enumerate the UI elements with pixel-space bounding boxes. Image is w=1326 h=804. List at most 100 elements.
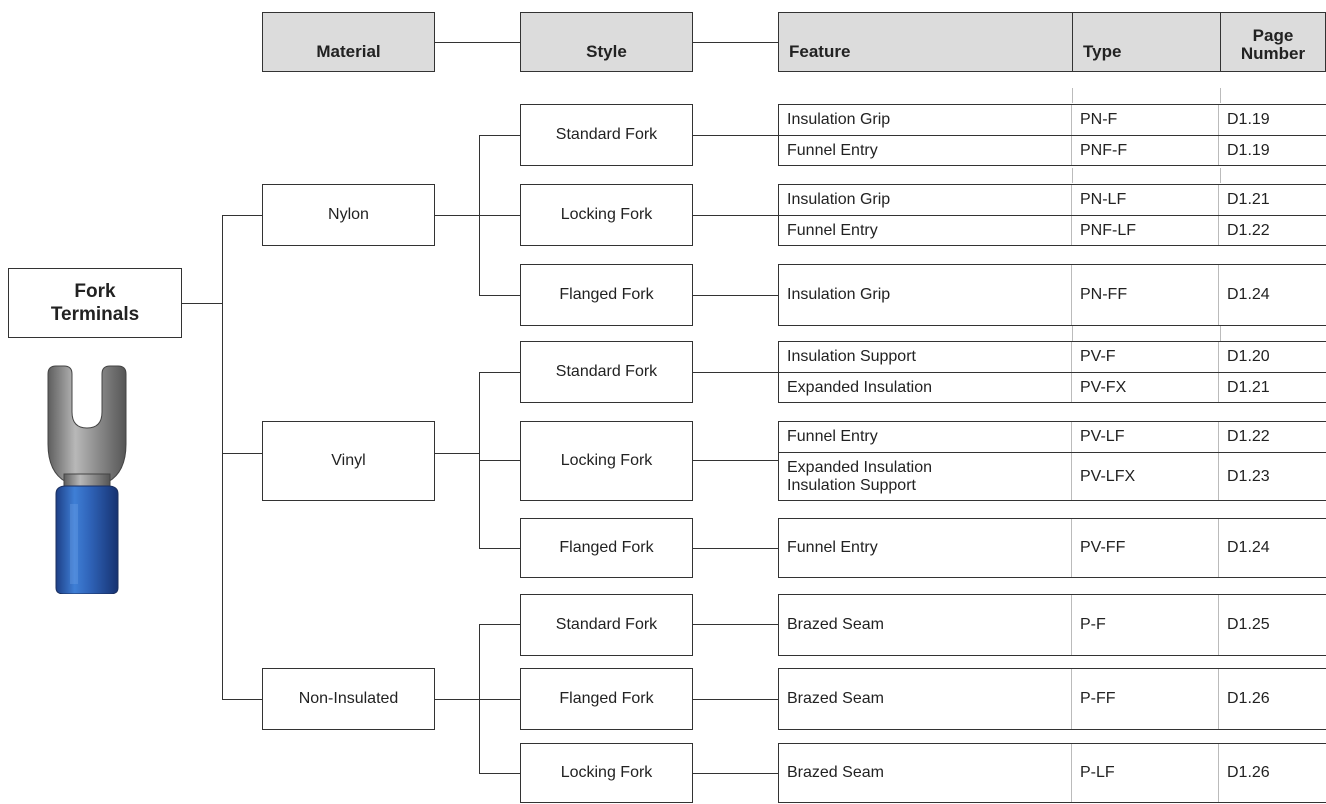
- table-row: Insulation Support PV-F D1.20: [778, 342, 1326, 372]
- type-cell: P-LF: [1072, 744, 1219, 802]
- table-row: Funnel Entry PNF-F D1.19: [778, 135, 1326, 165]
- style-label: Locking Fork: [560, 206, 653, 223]
- feature-cell: Brazed Seam: [778, 669, 1072, 729]
- style-vinyl-standard-fork: Standard Fork: [520, 341, 693, 403]
- material-non-insulated: Non-Insulated: [262, 668, 435, 730]
- table-row: Brazed Seam P-FF D1.26: [778, 669, 1326, 729]
- column-divider: [1072, 168, 1073, 183]
- header-style: Style: [520, 12, 693, 72]
- style-non-insulated-locking-fork: Locking Fork: [520, 743, 693, 803]
- feature-cell: Insulation Grip: [778, 185, 1072, 215]
- connector: [693, 295, 778, 296]
- connector: [693, 699, 778, 700]
- connector: [222, 215, 223, 699]
- style-vinyl-flanged-fork: Flanged Fork: [520, 518, 693, 578]
- header-page-label-2: Number: [1240, 44, 1306, 63]
- table-row: Insulation Grip PN-F D1.19: [778, 105, 1326, 135]
- style-nylon-standard-fork: Standard Fork: [520, 104, 693, 166]
- feature-cell: Insulation Grip: [778, 265, 1072, 325]
- type-cell: PNF-F: [1072, 136, 1219, 165]
- page-cell: D1.21: [1227, 378, 1270, 396]
- connector: [222, 699, 262, 700]
- page-cell: D1.20: [1227, 348, 1270, 365]
- feature-cell: Expanded Insulation: [778, 373, 1072, 402]
- table-row: Brazed Seam P-F D1.25: [778, 595, 1326, 655]
- feature-group-non-insulated-flanged: Brazed Seam P-FF D1.26: [778, 668, 1326, 730]
- connector: [182, 303, 222, 304]
- fork-terminal-icon: [40, 364, 134, 595]
- feature-cell: Insulation Support: [778, 342, 1072, 372]
- page-cell: D1.22: [1227, 428, 1270, 445]
- connector: [222, 453, 262, 454]
- type-cell: PN-F: [1072, 105, 1219, 135]
- feature-group-vinyl-standard: Insulation Support PV-F D1.20 Expanded I…: [778, 341, 1326, 403]
- connector: [435, 453, 479, 454]
- type-cell: PN-LF: [1072, 185, 1219, 215]
- material-vinyl-label: Vinyl: [331, 452, 366, 469]
- feature-cell: Insulation Grip: [778, 105, 1072, 135]
- table-row: Insulation Grip PN-LF D1.21: [778, 185, 1326, 215]
- root-label-1: Fork: [74, 281, 116, 302]
- page-cell: D1.26: [1227, 764, 1270, 781]
- page-cell: D1.24: [1227, 286, 1270, 303]
- header-page-label-1: Page: [1252, 26, 1294, 45]
- column-divider: [1072, 326, 1073, 341]
- connector: [693, 624, 778, 625]
- feature-cell: Funnel Entry: [778, 519, 1072, 577]
- feature-group-vinyl-locking: Funnel Entry PV-LF D1.22 Expanded Insula…: [778, 421, 1326, 501]
- connector: [693, 773, 778, 774]
- connector: [693, 135, 778, 136]
- style-nylon-flanged-fork: Flanged Fork: [520, 264, 693, 326]
- header-material-label: Material: [316, 42, 381, 61]
- material-non-insulated-label: Non-Insulated: [298, 690, 399, 707]
- style-label: Standard Fork: [555, 616, 658, 633]
- table-row: Expanded Insulation Insulation Support P…: [778, 452, 1326, 500]
- connector: [479, 372, 520, 373]
- page-cell: D1.24: [1227, 539, 1270, 556]
- connector: [479, 699, 520, 700]
- type-cell: PNF-LF: [1072, 216, 1219, 245]
- connector: [435, 699, 479, 700]
- connector: [479, 624, 520, 625]
- root-label-2: Terminals: [50, 304, 140, 325]
- connector: [479, 624, 480, 773]
- feature-cell: Funnel Entry: [778, 136, 1072, 165]
- header-type: Type: [1072, 12, 1221, 72]
- type-cell: PV-F: [1072, 342, 1219, 372]
- table-row: Insulation Grip PN-FF D1.24: [778, 265, 1326, 325]
- connector: [693, 42, 778, 43]
- type-cell: PN-FF: [1072, 265, 1219, 325]
- connector: [222, 215, 262, 216]
- connector: [479, 548, 520, 549]
- table-row: Brazed Seam P-LF D1.26: [778, 744, 1326, 802]
- feature-line: Expanded Insulation: [787, 458, 932, 476]
- column-divider: [1220, 168, 1221, 183]
- feature-group-non-insulated-standard: Brazed Seam P-F D1.25: [778, 594, 1326, 656]
- table-row: Funnel Entry PNF-LF D1.22: [778, 215, 1326, 245]
- style-nylon-locking-fork: Locking Fork: [520, 184, 693, 246]
- page-cell: D1.19: [1227, 141, 1270, 159]
- header-style-label: Style: [586, 42, 627, 61]
- style-non-insulated-flanged-fork: Flanged Fork: [520, 668, 693, 730]
- style-label: Locking Fork: [560, 764, 653, 781]
- feature-cell: Brazed Seam: [778, 595, 1072, 655]
- root-fork-terminals: Fork Terminals: [8, 268, 182, 338]
- connector: [435, 215, 479, 216]
- style-non-insulated-standard-fork: Standard Fork: [520, 594, 693, 656]
- feature-cell: Funnel Entry: [778, 422, 1072, 452]
- material-nylon-label: Nylon: [328, 206, 369, 223]
- type-cell: PV-FF: [1072, 519, 1219, 577]
- connector: [693, 548, 778, 549]
- connector: [479, 773, 520, 774]
- feature-group-nylon-standard: Insulation Grip PN-F D1.19 Funnel Entry …: [778, 104, 1326, 166]
- page-cell: D1.23: [1227, 467, 1270, 485]
- connector: [479, 460, 520, 461]
- column-divider: [1072, 88, 1073, 103]
- connector: [479, 295, 520, 296]
- connector: [479, 215, 520, 216]
- type-cell: P-FF: [1072, 669, 1219, 729]
- style-label: Locking Fork: [560, 452, 653, 469]
- connector: [435, 42, 520, 43]
- feature-group-nylon-locking: Insulation Grip PN-LF D1.21 Funnel Entry…: [778, 184, 1326, 246]
- page-cell: D1.26: [1227, 690, 1270, 707]
